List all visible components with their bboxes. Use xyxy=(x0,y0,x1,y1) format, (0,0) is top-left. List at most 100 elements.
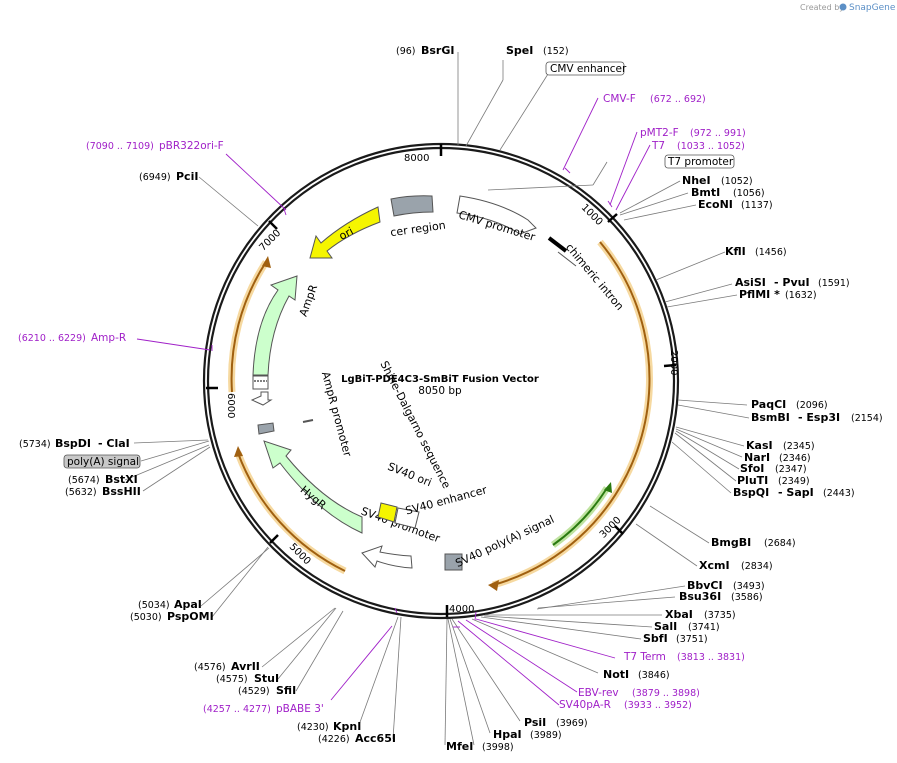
feature-label-ampr: AmpR xyxy=(297,283,321,319)
site-name-kfli: KflI xyxy=(725,245,746,258)
site-name-acc65i: Acc65I xyxy=(355,732,396,745)
site-name-xcmi: XcmI xyxy=(699,559,730,572)
primer-range-pbr322ori-f: (7090 .. 7109) xyxy=(86,141,154,152)
site-name-bmti: BmtI xyxy=(691,186,720,199)
site-extra-pvui: - PvuI xyxy=(774,276,810,289)
site-pos-paqci: (2096) xyxy=(796,400,828,411)
tick-label-6000: 6000 xyxy=(225,393,236,418)
plasmid-name: LgBiT-PDE4C3-SmBiT Fusion Vector xyxy=(341,374,539,385)
primer-name-cmv-f: CMV-F xyxy=(603,93,636,105)
site-pos-sali: (3741) xyxy=(688,622,720,633)
primer-name-pbabe-3: pBABE 3' xyxy=(276,703,324,715)
site-name-spei: SpeI xyxy=(506,44,533,57)
boxed-label-cmv-enhancer-text: CMV enhancer xyxy=(550,63,627,75)
primer-range-pmt2-f: (972 .. 991) xyxy=(690,128,746,139)
primer-name-amp-r: Amp-R xyxy=(91,332,126,344)
site-name-bsrgi: BsrGI xyxy=(421,44,454,57)
primer-name-ebv-rev: EBV-rev xyxy=(578,687,619,699)
leader-lines xyxy=(124,52,750,746)
site-name-sbfi: SbfI xyxy=(643,632,668,645)
site-pos-kfli: (1456) xyxy=(755,247,787,258)
site-pos-sfii: (4529) xyxy=(238,686,270,697)
orf-arc-right-arrowhead xyxy=(488,580,499,591)
site-name-apai: ApaI xyxy=(174,598,202,611)
site-pos-bstxi: (5674) xyxy=(68,475,100,486)
orf-arc-right xyxy=(492,241,651,586)
snapgene-credit: Created by SnapGene xyxy=(800,3,896,13)
site-pos-apai: (5034) xyxy=(138,600,170,611)
ruler-ticks xyxy=(206,144,677,617)
site-name-bstxi: BstXI xyxy=(105,473,138,486)
feature-grey-small xyxy=(257,422,275,435)
site-pos-sfoi: (2347) xyxy=(775,464,807,475)
primer-labels: CMV-F (672 .. 692) pMT2-F (972 .. 991) T… xyxy=(18,93,746,715)
site-pos-bsshii: (5632) xyxy=(65,487,97,498)
site-pos-pcii: (6949) xyxy=(139,172,171,183)
site-name-pflmi: PflMI * xyxy=(739,288,780,301)
feature-label-sv40-enhancer: SV40 enhancer xyxy=(404,483,489,517)
site-pos-stui: (4575) xyxy=(216,674,248,685)
orf-arcs xyxy=(228,239,653,591)
primer-range-ebv-rev: (3879 .. 3898) xyxy=(632,688,700,699)
primer-range-pbabe-3: (4257 .. 4277) xyxy=(203,704,271,715)
tick-mark-2000 xyxy=(663,363,677,368)
site-pos-econi: (1137) xyxy=(741,200,773,211)
feature-cmv-promoter: CMV promoter xyxy=(456,195,537,244)
site-labels-bottom: PsiI (3969) HpaI (3989) MfeI (3998) (423… xyxy=(297,716,588,753)
feature-ori: ori xyxy=(309,206,381,259)
feature-label-ori: ori xyxy=(337,225,356,243)
tick-mark-7000 xyxy=(268,220,278,230)
site-pos-pflmi: (1632) xyxy=(785,290,817,301)
site-name-pcii: PciI xyxy=(176,170,198,183)
site-name-pspomi: PspOMI xyxy=(167,610,214,623)
primer-range-t7-term: (3813 .. 3831) xyxy=(677,652,745,663)
site-name-avrii: AvrII xyxy=(231,660,260,673)
site-name-sali: SalI xyxy=(654,620,677,633)
site-pos-nari: (2346) xyxy=(779,453,811,464)
boxed-label-cmv-enhancer: CMV enhancer xyxy=(545,61,627,76)
primer-name-t7-term: T7 Term xyxy=(623,651,666,663)
site-name-bspqi: BspQI xyxy=(733,486,769,499)
primer-name-t7: T7 xyxy=(651,140,665,152)
site-name-bspdi: BspDI xyxy=(55,437,91,450)
site-name-bsmbi: BsmBI xyxy=(751,411,790,424)
credit-created-by: Created by xyxy=(800,3,844,12)
primer-name-pbr322ori-f: pBR322ori-F xyxy=(159,140,224,152)
site-labels-left: (4576) AvrII (4575) StuI (4529) SfiI (50… xyxy=(19,170,296,697)
site-name-econi: EcoNI xyxy=(698,198,733,211)
orf-arc-left-arrowhead xyxy=(262,256,271,268)
site-extra-esp3i: - Esp3I xyxy=(798,411,840,424)
feature-ampr: AmpR xyxy=(252,275,321,390)
site-pos-pluti: (2349) xyxy=(778,476,810,487)
site-name-stui: StuI xyxy=(254,672,279,685)
site-name-kpni: KpnI xyxy=(333,720,361,733)
primer-leader-lines xyxy=(136,97,651,706)
green-arc-arrowhead xyxy=(604,482,612,493)
site-pos-spei: (152) xyxy=(543,46,569,57)
site-pos-bspdi: (5734) xyxy=(19,439,51,450)
primer-range-amp-r: (6210 .. 6229) xyxy=(18,333,86,344)
site-name-hpai: HpaI xyxy=(493,728,522,741)
site-pos-avrii: (4576) xyxy=(194,662,226,673)
feature-label-cer-region: cer region xyxy=(390,219,447,240)
tick-label-8000: 8000 xyxy=(404,153,429,164)
site-name-noti: NotI xyxy=(603,668,629,681)
site-pos-bspqi: (2443) xyxy=(823,488,855,499)
site-name-mfei: MfeI xyxy=(446,740,473,753)
primer-range-t7: (1033 .. 1052) xyxy=(677,141,745,152)
site-name-asisi: AsiSI xyxy=(735,276,766,289)
tick-mark-1000 xyxy=(607,213,618,223)
primer-range-cmv-f: (672 .. 692) xyxy=(650,94,706,105)
site-pos-acc65i: (4226) xyxy=(318,734,350,745)
site-name-nari: NarI xyxy=(744,451,770,464)
primer-name-sv40pa-r: SV40pA-R xyxy=(559,699,611,711)
credit-brand: SnapGene xyxy=(849,3,896,13)
boxed-label-polya-signal-text: poly(A) signal xyxy=(67,456,139,468)
site-pos-hpai: (3989) xyxy=(530,730,562,741)
site-name-bbvci: BbvCI xyxy=(687,579,723,592)
site-pos-nhei: (1052) xyxy=(721,176,753,187)
site-name-bsshii: BssHII xyxy=(102,485,141,498)
plasmid-size: 8050 bp xyxy=(418,385,462,397)
orf-arc-lower-left-arrowhead xyxy=(234,446,243,457)
site-labels-right: NheI (1052) BmtI (1056) EcoNI (1137) Kfl… xyxy=(603,174,883,681)
